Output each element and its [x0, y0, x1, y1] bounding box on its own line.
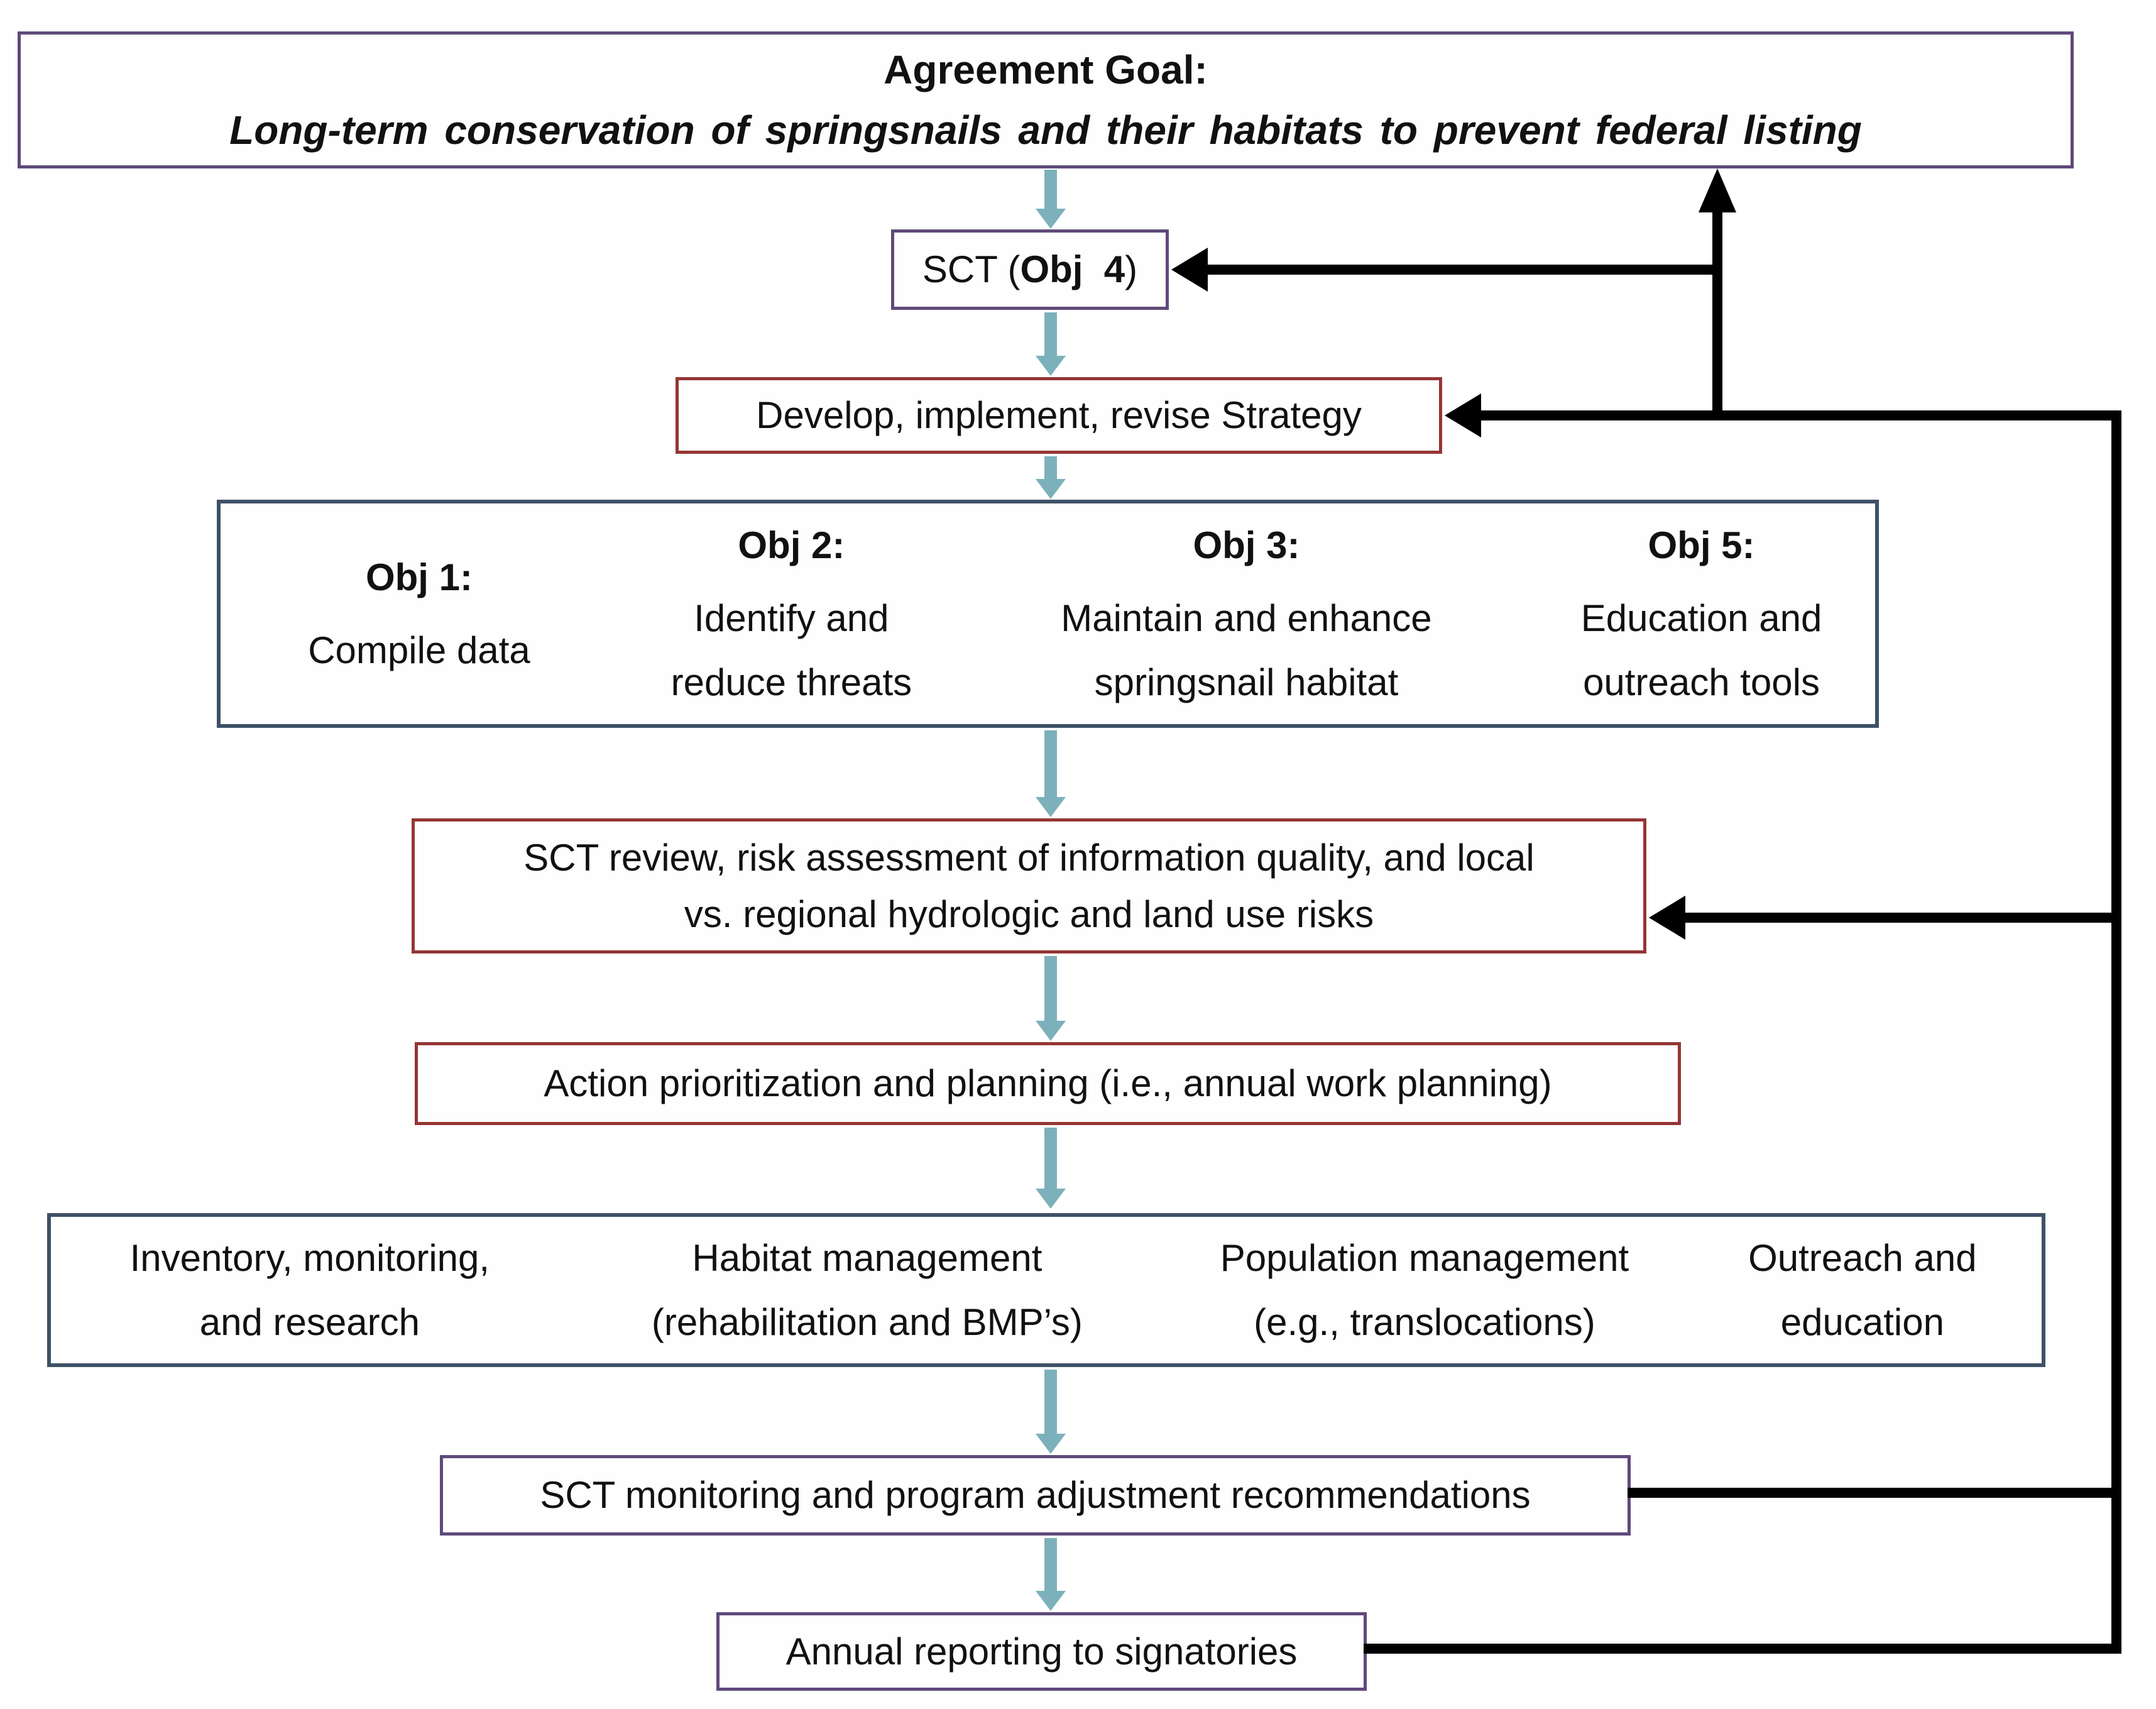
objective-cell-1: Obj 1: Compile data [221, 546, 618, 683]
down-arrow-develop-to-objectives [1044, 456, 1057, 479]
objective-cell-5: Obj 5: Education and outreach tools [1528, 514, 1875, 715]
sct-review-box: SCT review, risk assessment of informati… [412, 818, 1646, 953]
goal-box: Agreement Goal: Long-term conservation o… [18, 31, 2074, 168]
down-arrow-implementation-to-monitoring [1044, 1370, 1057, 1434]
sct-monitoring-label: SCT monitoring and program adjustment re… [540, 1474, 1531, 1516]
arrowhead-into-review-box [1649, 896, 1685, 940]
feedback-line-up-to-goal [1712, 207, 1722, 420]
feedback-line-from-monitoring [1628, 1488, 2121, 1498]
objective-3-heading: Obj 3: [1193, 524, 1300, 566]
objectives-box: Obj 1: Compile data Obj 2: Identify and … [217, 500, 1879, 728]
objective-5-body: Education and outreach tools [1580, 596, 1822, 703]
develop-strategy-box: Develop, implement, revise Strategy [676, 377, 1442, 454]
implementation-cell-habitat: Habitat management (rehabilitation and B… [651, 1236, 1083, 1343]
implementation-cell-inventory: Inventory, monitoring, and research [129, 1236, 490, 1343]
feedback-line-to-develop [1477, 410, 2121, 420]
arrowhead-into-goal-box [1699, 168, 1736, 212]
sct-label-suffix: ) [1125, 248, 1138, 290]
sct-label-bold: Obj 4 [1020, 248, 1125, 290]
implementation-cell-population: Population management (e.g., translocati… [1220, 1236, 1629, 1343]
down-arrow-action-to-implementation [1044, 1128, 1057, 1189]
down-arrow-monitoring-to-reporting [1044, 1538, 1057, 1591]
feedback-line-from-reporting [1364, 1644, 2116, 1654]
goal-subtitle: Long-term conservation of springsnails a… [229, 107, 1862, 153]
develop-strategy-label: Develop, implement, revise Strategy [756, 394, 1362, 436]
implementation-box: Inventory, monitoring, and research Habi… [47, 1213, 2045, 1367]
objective-3-body: Maintain and enhance springsnail habitat [1061, 596, 1432, 703]
down-arrow-review-to-action [1044, 956, 1057, 1021]
objective-2-body: Identify and reduce threats [670, 596, 912, 703]
objective-cell-3: Obj 3: Maintain and enhance springsnail … [965, 514, 1528, 715]
down-arrow-goal-to-sct [1044, 170, 1057, 209]
annual-reporting-box: Annual reporting to signatories [716, 1612, 1367, 1691]
implementation-cell-outreach: Outreach and education [1748, 1236, 1977, 1343]
feedback-line-to-sct [1204, 265, 1722, 275]
goal-title: Agreement Goal: [884, 47, 1208, 92]
action-planning-box: Action prioritization and planning (i.e.… [415, 1042, 1681, 1125]
objective-1-heading: Obj 1: [365, 556, 473, 598]
objective-cell-2: Obj 2: Identify and reduce threats [618, 514, 965, 715]
down-arrow-objectives-to-review [1044, 730, 1057, 797]
annual-reporting-label: Annual reporting to signatories [785, 1630, 1298, 1673]
arrowhead-into-develop-box [1445, 393, 1481, 437]
action-planning-label: Action prioritization and planning (i.e.… [544, 1062, 1552, 1104]
objective-1-body: Compile data [308, 629, 530, 671]
objective-2-heading: Obj 2: [738, 524, 845, 566]
down-arrow-sct-to-develop [1044, 312, 1057, 356]
sct-box: SCT (Obj 4) [891, 229, 1169, 310]
sct-label-prefix: SCT ( [922, 248, 1021, 290]
sct-review-label: SCT review, risk assessment of informati… [523, 836, 1535, 935]
arrowhead-into-sct-box [1171, 248, 1208, 292]
feedback-line-right-trunk [2111, 410, 2121, 1654]
objective-5-heading: Obj 5: [1648, 524, 1755, 566]
feedback-line-to-review [1679, 913, 2121, 923]
sct-monitoring-box: SCT monitoring and program adjustment re… [440, 1455, 1631, 1536]
